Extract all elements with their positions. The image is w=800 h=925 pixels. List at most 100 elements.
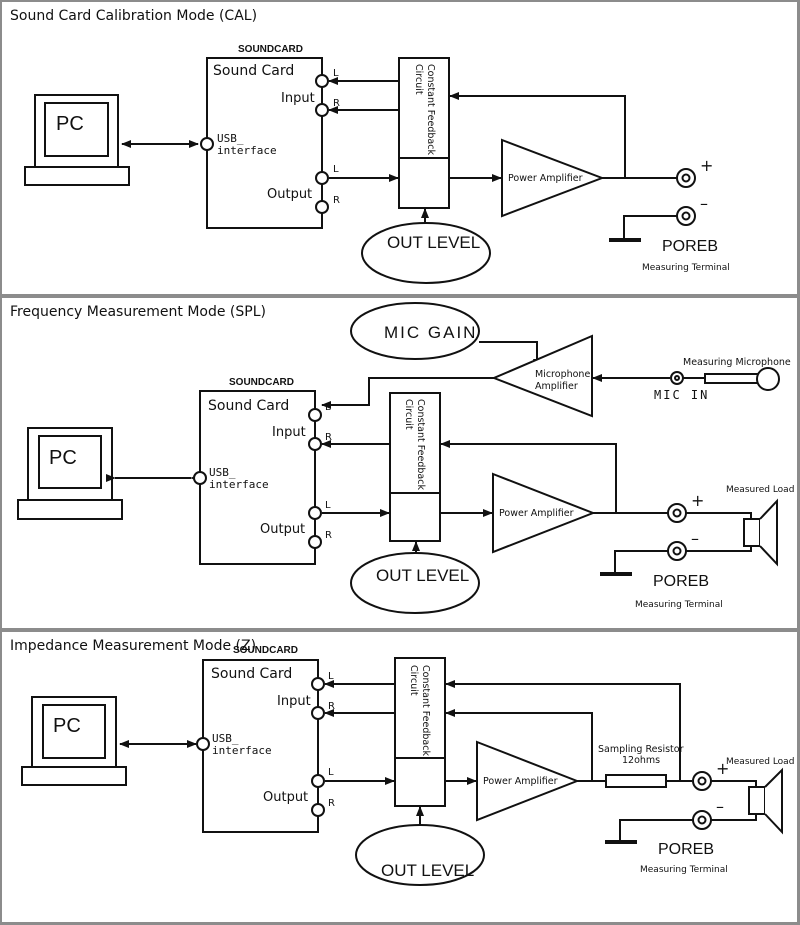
ground-icon xyxy=(614,550,668,574)
soundcard-header: SOUNDCARD xyxy=(238,44,303,55)
input-r-port-icon xyxy=(311,706,325,720)
soundcard-header: SOUNDCARD xyxy=(229,377,294,388)
load-label: Measured Load xyxy=(726,485,794,495)
terminal-label: Measuring Terminal xyxy=(640,865,728,875)
speaker-icon xyxy=(743,498,778,567)
output-l-port-icon xyxy=(308,506,322,520)
output-l-port-icon xyxy=(311,774,325,788)
power-amplifier-triangle xyxy=(476,740,580,822)
plus-label: + xyxy=(691,491,704,510)
minus-label: – xyxy=(716,797,724,816)
panel-spl-mode: Frequency Measurement Mode (SPL) xyxy=(2,298,797,628)
pc-label: PC xyxy=(49,447,77,469)
usb-label: USB_ xyxy=(217,132,244,145)
input-l-port-icon xyxy=(308,408,322,422)
terminal-minus-icon xyxy=(667,541,687,561)
power-amplifier-triangle xyxy=(501,138,605,218)
input-r-label: R xyxy=(328,701,335,712)
poreb-label: POREB xyxy=(653,573,709,590)
interface-label: interface xyxy=(217,144,277,157)
speaker-icon xyxy=(748,767,783,835)
spl-diagram: MIC GAIN Microphone Amplifier MIC IN Mea… xyxy=(17,302,794,614)
soundcard-box xyxy=(202,659,319,833)
output-r-label: R xyxy=(333,195,340,206)
input-r-label: R xyxy=(325,432,332,443)
output-r-port-icon xyxy=(311,803,325,817)
soundcard-label: Sound Card xyxy=(211,666,292,682)
interface-label: interface xyxy=(209,478,269,491)
usb-port-icon xyxy=(193,471,207,485)
panel-title: Sound Card Calibration Mode (CAL) xyxy=(10,8,258,24)
feedback-label: Constant Feedback xyxy=(420,665,431,756)
ground-icon xyxy=(623,215,677,240)
mic-amp-label: Microphone xyxy=(535,369,590,380)
feedback-circuit-box xyxy=(398,57,450,209)
terminal-minus-icon xyxy=(692,810,712,830)
usb-port-icon xyxy=(200,137,214,151)
input-l-label: L xyxy=(325,402,331,413)
feedback-label: Constant Feedback xyxy=(415,399,426,490)
panel-title: Impedance Measurement Mode (Z) xyxy=(10,638,257,654)
power-amp-label: Power Amplifier xyxy=(483,776,558,787)
pc-label: PC xyxy=(56,113,84,135)
plus-label: + xyxy=(716,759,729,778)
output-l-label: L xyxy=(328,767,334,778)
mic-amp-label-2: Amplifier xyxy=(535,381,578,392)
usb-label: USB_ xyxy=(209,466,236,479)
output-r-port-icon xyxy=(308,535,322,549)
z-diagram: PC SOUNDCARD Sound Card Input Output L R… xyxy=(21,645,794,886)
soundcard-box xyxy=(206,57,323,229)
out-level-label: OUT LEVEL xyxy=(376,566,469,585)
input-label: Input xyxy=(281,91,315,106)
panel-cal-mode: Sound Card Calibration Mode (CAL) xyxy=(2,2,797,294)
soundcard-header: SOUNDCARD xyxy=(233,645,298,656)
terminal-plus-icon xyxy=(667,503,687,523)
sampling-resistor-icon xyxy=(605,774,667,788)
terminal-plus-icon xyxy=(676,168,696,188)
mic-in-label: MIC IN xyxy=(654,388,709,402)
poreb-label: POREB xyxy=(658,841,714,858)
out-level-knob xyxy=(355,824,485,886)
panel-title: Frequency Measurement Mode (SPL) xyxy=(10,304,266,320)
measuring-mic-label: Measuring Microphone xyxy=(683,357,791,368)
out-level-knob xyxy=(361,222,491,284)
power-amp-label: Power Amplifier xyxy=(508,173,583,184)
input-r-port-icon xyxy=(315,103,329,117)
plus-label: + xyxy=(700,156,713,175)
output-r-port-icon xyxy=(315,200,329,214)
input-r-label: R xyxy=(333,98,340,109)
load-label: Measured Load xyxy=(726,757,794,767)
panel-z-mode: Impedance Measurement Mode (Z) xyxy=(2,632,797,922)
input-label: Input xyxy=(277,694,311,709)
resistor-value-label: 12ohms xyxy=(622,755,660,766)
input-l-label: L xyxy=(328,671,334,682)
power-amplifier-triangle xyxy=(492,472,596,554)
output-l-port-icon xyxy=(315,171,329,185)
resistor-label: Sampling Resistor xyxy=(598,744,684,755)
measuring-microphone-icon xyxy=(704,373,762,384)
power-amp-label: Power Amplifier xyxy=(499,508,574,519)
input-label: Input xyxy=(272,425,306,440)
mic-in-jack-icon xyxy=(670,371,684,385)
feedback-circuit-box xyxy=(389,392,441,542)
mic-gain-knob xyxy=(350,302,480,360)
minus-label: – xyxy=(691,529,699,548)
out-level-knob xyxy=(350,552,480,614)
output-l-label: L xyxy=(333,164,339,175)
usb-port-icon xyxy=(196,737,210,751)
out-level-label: OUT LEVEL xyxy=(381,861,474,880)
output-label: Output xyxy=(260,522,305,537)
output-label: Output xyxy=(263,790,308,805)
terminal-minus-icon xyxy=(676,206,696,226)
mic-gain-label: MIC GAIN xyxy=(384,323,477,342)
interface-label: interface xyxy=(212,744,272,757)
terminal-label: Measuring Terminal xyxy=(635,600,723,610)
feedback-label-2: Circuit xyxy=(403,399,414,430)
input-l-label: L xyxy=(333,68,339,79)
pc-icon xyxy=(21,696,127,786)
output-l-label: L xyxy=(325,500,331,511)
cal-diagram: PC SOUNDCARD Sound Card Input Output L R… xyxy=(24,44,730,284)
out-level-label: OUT LEVEL xyxy=(387,233,480,252)
poreb-label: POREB xyxy=(662,238,718,255)
feedback-label-2: Circuit xyxy=(408,665,419,696)
